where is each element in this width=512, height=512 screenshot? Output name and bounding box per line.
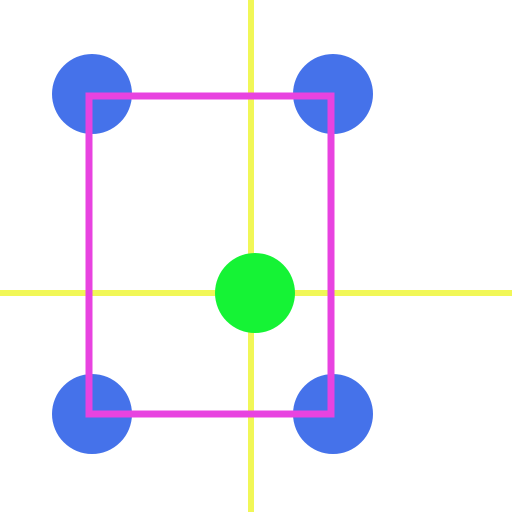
center-dot [215, 253, 295, 333]
rectangle-outline [85, 92, 335, 418]
